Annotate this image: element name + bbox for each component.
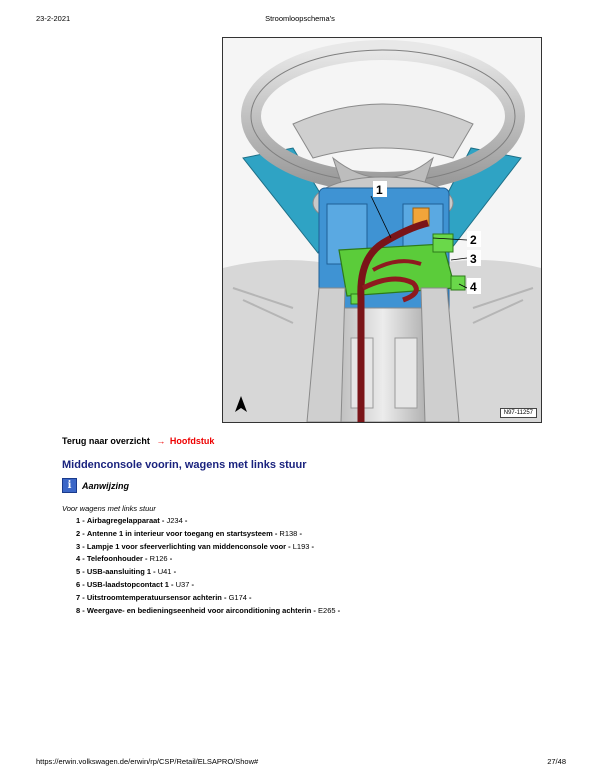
section-title: Middenconsole voorin, wagens met links s… <box>62 459 307 471</box>
item-separator: - <box>311 541 315 551</box>
chapter-link[interactable]: Hoofdstuk <box>169 436 215 446</box>
item-separator: - <box>184 516 188 525</box>
item-name: USB-laadstopcontact 1 - <box>86 579 174 589</box>
list-item: 1 - Airbagregelapparaat - J234 - <box>76 515 340 528</box>
list-item: 6 - USB-laadstopcontact 1 - U37 - <box>76 579 340 592</box>
callout-4: 4 <box>470 280 477 294</box>
item-name: Telefoonhouder - <box>86 554 148 564</box>
item-separator: - <box>299 528 302 538</box>
item-name: Weergave- en bedieningseenheid voor airc… <box>86 605 316 615</box>
item-number: 6 - <box>76 579 85 589</box>
figure-id: N97-11257 <box>499 408 537 418</box>
item-separator: - <box>249 592 252 602</box>
item-code: R126 <box>149 554 168 564</box>
condition-text: Voor wagens met links stuur <box>62 504 156 513</box>
item-code: R138 <box>279 528 298 538</box>
list-item: 7 - Uitstroomtemperatuursensor achterin … <box>76 592 340 605</box>
callout-3: 3 <box>470 252 477 266</box>
list-item: 3 - Lampje 1 voor sfeerverlichting van m… <box>76 541 340 554</box>
item-name: Airbagregelapparaat - <box>86 516 165 525</box>
item-number: 4 - <box>76 554 85 564</box>
note-heading: i Aanwijzing <box>62 478 129 493</box>
info-icon: i <box>62 478 77 493</box>
item-separator: - <box>173 567 177 577</box>
item-code: J234 <box>166 516 183 525</box>
item-name: USB-aansluiting 1 - <box>86 567 156 577</box>
back-to-overview-label: Terug naar overzicht <box>62 436 150 446</box>
item-number: 7 - <box>76 592 85 602</box>
header-date: 23-2-2021 <box>36 14 71 23</box>
item-code: U37 <box>175 579 190 589</box>
item-number: 3 - <box>76 541 85 551</box>
component-location-figure: 1 2 3 4 N97-11257 <box>222 37 542 423</box>
list-item: 4 - Telefoonhouder - R126 - <box>76 553 340 566</box>
list-item: 8 - Weergave- en bedieningseenheid voor … <box>76 605 340 618</box>
list-item: 5 - USB-aansluiting 1 - U41 - <box>76 566 340 579</box>
item-number: 2 - <box>76 528 85 538</box>
item-code: L193 <box>292 541 310 551</box>
north-arrow-icon <box>235 396 247 412</box>
item-number: 5 - <box>76 567 85 577</box>
item-name: Uitstroomtemperatuursensor achterin - <box>86 592 227 602</box>
note-label: Aanwijzing <box>82 480 129 491</box>
list-item: 2 - Antenne 1 in interieur voor toegang … <box>76 528 340 541</box>
item-number: 8 - <box>76 605 85 615</box>
item-code: G174 <box>228 592 247 602</box>
item-name: Antenne 1 in interieur voor toegang en s… <box>86 528 278 538</box>
callout-2: 2 <box>470 233 477 247</box>
footer-page-number: 27/48 <box>547 757 566 766</box>
arrow-right-icon: → <box>156 436 166 446</box>
header-title: Stroomloopschema's <box>265 14 335 23</box>
item-separator: - <box>169 554 173 564</box>
item-number: 1 - <box>76 516 85 525</box>
callout-1: 1 <box>376 183 383 197</box>
component-list: 1 - Airbagregelapparaat - J234 - 2 - Ant… <box>76 515 340 617</box>
item-code: E265 <box>318 605 336 615</box>
back-navigation: Terug naar overzicht → Hoofdstuk <box>62 436 214 446</box>
item-name: Lampje 1 voor sfeerverlichting van midde… <box>86 541 291 551</box>
item-code: U41 <box>157 567 172 577</box>
item-separator: - <box>337 605 341 615</box>
item-separator: - <box>191 579 195 589</box>
footer-url: https://erwin.volkswagen.de/erwin/rp/CSP… <box>36 757 259 766</box>
console-illustration: 1 2 3 4 <box>223 38 541 422</box>
